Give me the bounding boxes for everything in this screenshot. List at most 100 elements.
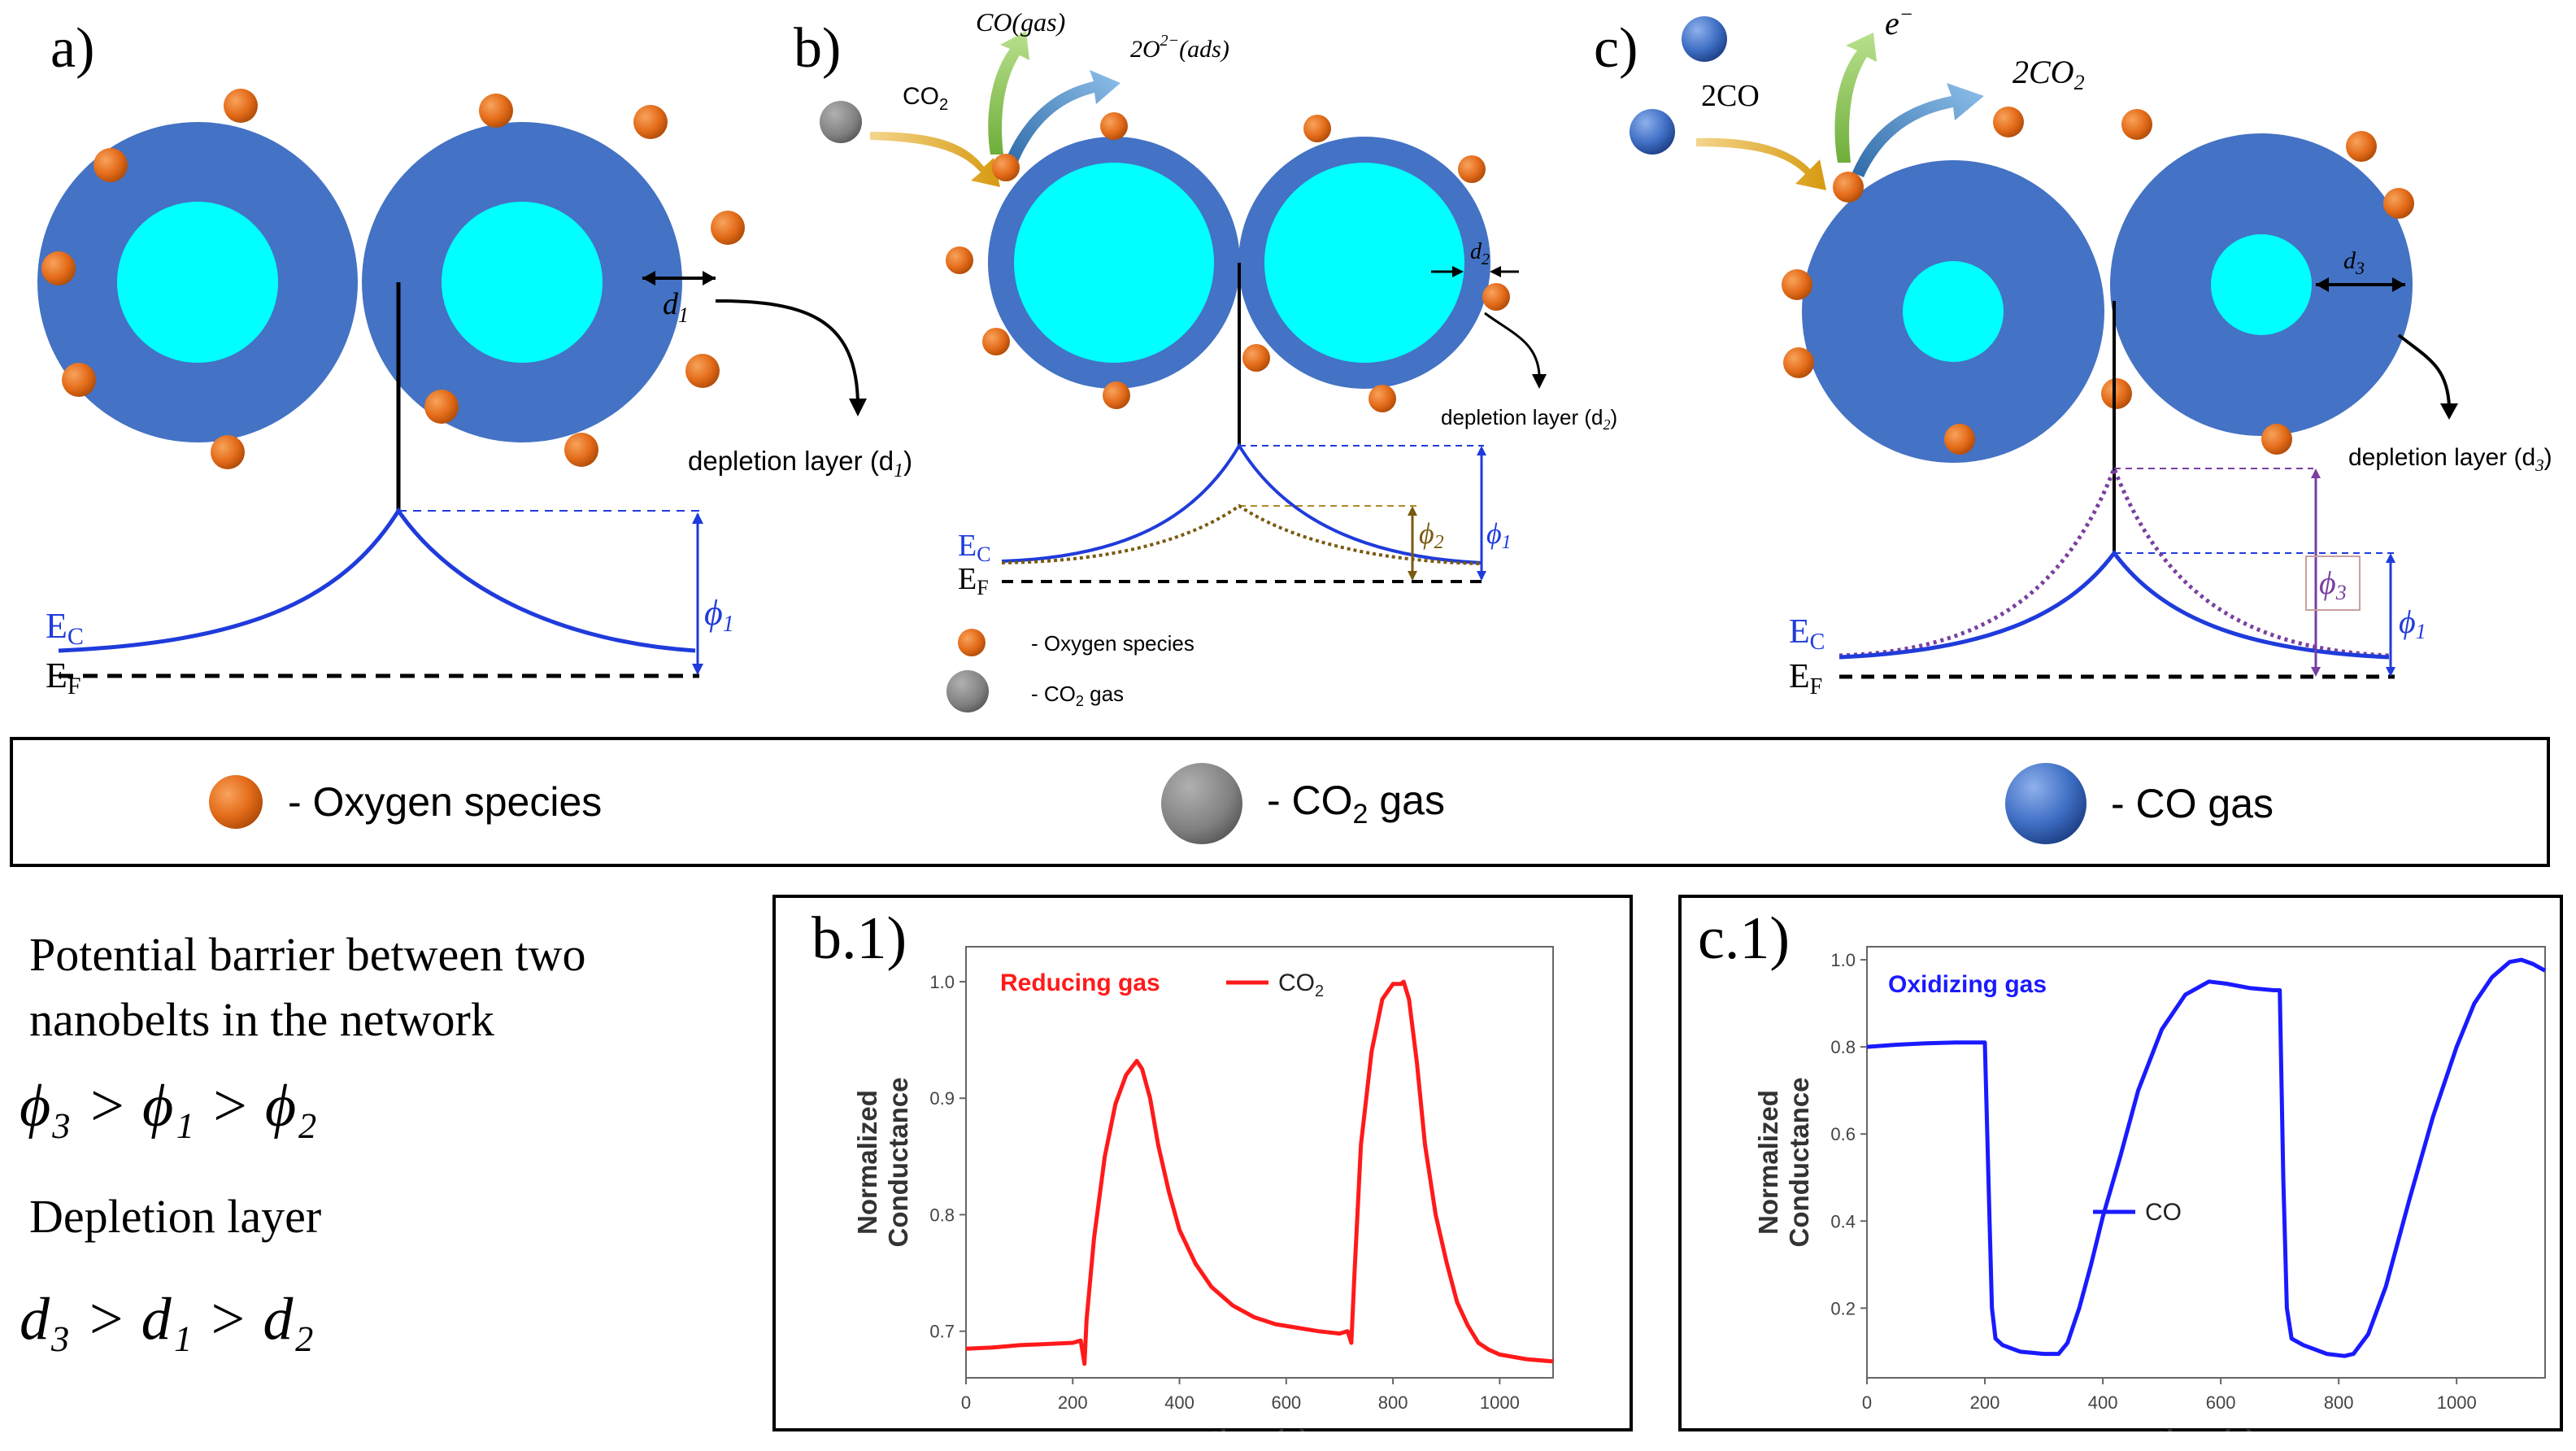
- legend-co2-prefix: - CO: [1267, 778, 1353, 823]
- x-tick-label: 800: [1378, 1392, 1408, 1413]
- depletion-label-c: depletion layer (d3): [2348, 444, 2552, 475]
- series-line-co: [1866, 957, 2547, 1358]
- plot-area: [965, 946, 1554, 1379]
- oxygen-species-icon: [209, 775, 263, 829]
- ef-label-b: EF: [958, 562, 989, 599]
- y-tick-label: 1.0: [1830, 950, 1856, 970]
- panel-a-label: a): [50, 17, 94, 80]
- depletion-callout-arrow: [1484, 312, 1541, 375]
- y-tick-label: 0.7: [929, 1322, 955, 1342]
- nanobelt-core: [117, 202, 278, 363]
- mini-legend-co2: - CO2 gas: [1031, 682, 1124, 709]
- depletion-callout-arrow: [715, 299, 859, 407]
- co-gas-icon: [1682, 16, 1727, 62]
- chart-b1: 0 200 400 600 800 1000 0.7 0.8 0.9 1.0 time (s) Nor…: [852, 946, 1554, 1431]
- phi1-label-a: ϕ1: [704, 593, 734, 637]
- x-tick-label: 1000: [1480, 1392, 1520, 1413]
- ec-band: [1838, 549, 2390, 660]
- x-tick-label: 200: [1058, 1392, 1088, 1413]
- y-axis-title-line1: Normalized: [1753, 1090, 1783, 1235]
- x-tick-label: 800: [2324, 1392, 2354, 1413]
- x-tick-label: 0: [961, 1392, 971, 1413]
- legend-label-sub: 2: [1315, 983, 1324, 1000]
- x-tick-label: 1000: [2437, 1392, 2477, 1413]
- ec-label-c: EC: [1789, 613, 1825, 655]
- legend-co2-sub: 2: [1352, 799, 1368, 830]
- y-tick-label: 0.9: [929, 1088, 955, 1109]
- co2-adsorb-arrow: [870, 132, 1000, 187]
- co-gas-out-label: CO(gas): [976, 7, 1065, 37]
- y-axis-title-line2: Conductance: [883, 1077, 913, 1247]
- depletion-note-title: Depletion layer: [29, 1190, 322, 1243]
- barrier-note-line2: nanobelts in the network: [29, 993, 494, 1046]
- nanobelt-core: [2211, 234, 2312, 335]
- ec-label-b: EC: [958, 529, 991, 566]
- x-tick-label: 200: [1970, 1392, 2000, 1413]
- y-tick-label: 1.0: [929, 972, 955, 992]
- y-axis-title-line2: Conductance: [1784, 1077, 1814, 1247]
- x-tick-label: 400: [2088, 1392, 2118, 1413]
- electron-label: e−: [1885, 2, 1913, 41]
- d3-label: d3: [2343, 247, 2365, 278]
- chart-c1-label: c.1): [1698, 905, 1790, 972]
- y-tick-label: 0.6: [1830, 1124, 1856, 1144]
- nanobelt-core: [1903, 261, 2004, 362]
- phi3-box: [2305, 556, 2361, 611]
- co2-gas-icon: [946, 670, 989, 712]
- depletion-inequality: d₃ > d₁ > d₂: [20, 1286, 315, 1353]
- x-tick-label: 0: [1862, 1392, 1872, 1413]
- legend-box: - Oxygen species - CO2 gas - CO gas: [10, 737, 2550, 867]
- y-tick-label: 0.2: [1830, 1298, 1856, 1318]
- nanobelt-core: [1014, 163, 1214, 363]
- x-tick-label: 600: [1271, 1392, 1301, 1413]
- panel-c-label: c): [1594, 17, 1638, 80]
- co2-out-label: 2CO2: [2012, 54, 2085, 94]
- legend-item-co2: - CO2 gas: [1160, 761, 1445, 846]
- ec-band: [58, 507, 696, 653]
- nanobelt-core: [442, 202, 603, 363]
- ec-band: [1001, 442, 1482, 564]
- chart-annotation: Reducing gas: [1000, 970, 1160, 996]
- barrier-note-line1: Potential barrier between two: [29, 928, 586, 981]
- x-tick-label: 400: [1164, 1392, 1194, 1413]
- co-release-arrow: [988, 31, 1029, 155]
- co-in-label: 2CO: [1701, 79, 1760, 113]
- legend-label: CO: [2145, 1199, 2182, 1226]
- phi1-label-c: ϕ1: [2399, 603, 2426, 643]
- y-tick-label: 0.8: [929, 1205, 955, 1225]
- o-ads-arrow: [1005, 70, 1120, 166]
- chart-annotation: Oxidizing gas: [1888, 971, 2047, 998]
- legend-co-label: - CO gas: [2111, 781, 2274, 826]
- electron-release-arrow: [1834, 33, 1877, 163]
- oxygen-species-icons: [946, 112, 1510, 412]
- chart-b1-label: b.1): [812, 905, 907, 972]
- y-axis-title-line1: Normalized: [852, 1090, 882, 1235]
- legend-co2-suffix: gas: [1368, 778, 1445, 823]
- oxygen-species-icons: [1782, 107, 2414, 455]
- co2-release-arrow: [1852, 83, 1984, 177]
- nanobelt-core: [1264, 163, 1464, 363]
- depletion-label-b: depletion layer (d2): [1441, 405, 1617, 433]
- legend-co2-label: - CO2 gas: [1267, 777, 1445, 830]
- x-tick-label: 600: [2206, 1392, 2236, 1413]
- d2-label: d2: [1470, 239, 1490, 268]
- mini-legend-oxygen: - Oxygen species: [1031, 631, 1194, 656]
- co-gas-icon: [2005, 763, 2086, 844]
- depletion-label-a: depletion layer (d1): [688, 446, 912, 481]
- schematic: a) d1 depletion layer (d1) EC EF ϕ1 b) C…: [37, 2, 2552, 712]
- ec-label-a: EC: [46, 606, 84, 650]
- legend-label: CO2: [1278, 970, 1324, 1000]
- ef-label-c: EF: [1789, 658, 1822, 699]
- phi1-label-b: ϕ1: [1486, 517, 1512, 553]
- co-gas-icon: [1630, 109, 1675, 155]
- co2-gas-icon: [820, 101, 862, 143]
- y-tick-label: 0.8: [1830, 1037, 1856, 1057]
- o-ads-label: 2O2−(ads): [1130, 32, 1229, 63]
- co2-in-label: CO2: [903, 83, 948, 114]
- panel-b-label: b): [794, 17, 841, 80]
- x-axis-title: time (s): [1211, 1425, 1309, 1431]
- y-tick-label: 0.4: [1830, 1211, 1856, 1231]
- legend-label-text: CO: [2145, 1199, 2182, 1226]
- co2-gas-icon: [1161, 763, 1242, 844]
